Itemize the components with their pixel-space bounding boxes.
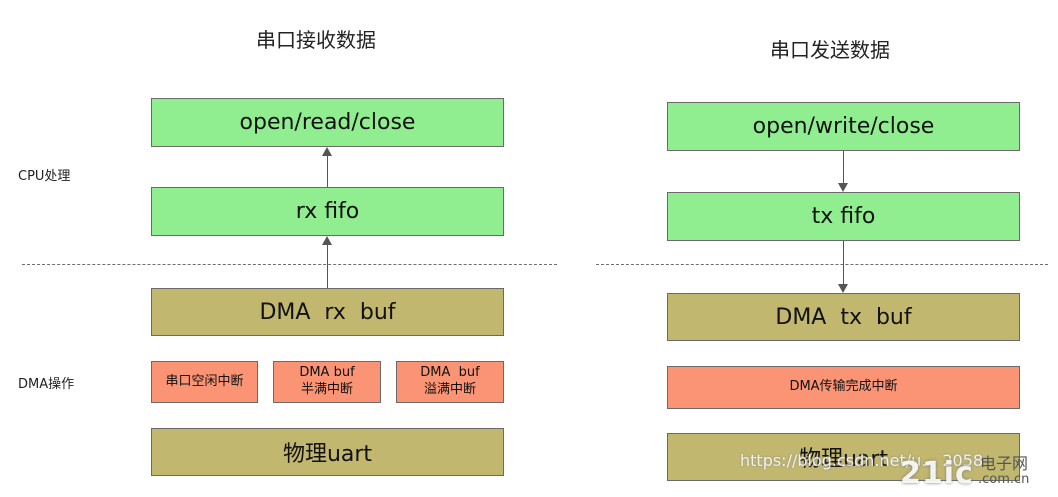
- rx-phy-box: 物理uart: [151, 428, 504, 476]
- cpu-dma-divider-right: [596, 264, 1048, 265]
- cpu-dma-divider-left: [22, 264, 557, 265]
- send-title: 串口发送数据: [770, 38, 890, 62]
- rx-dma-label: DMA rx buf: [259, 299, 396, 325]
- cpu-label: CPU处理: [18, 169, 71, 184]
- rx-phy-label: 物理uart: [282, 442, 373, 467]
- rx-fifo-label: rx fifo: [295, 199, 360, 224]
- dma-label: DMA操作: [18, 377, 75, 392]
- rx-arrow-dma-to-fifo-head: [322, 236, 332, 245]
- rx-overflow-interrupt-line1: DMA buf: [420, 365, 480, 381]
- tx-phy-box: 物理uart: [667, 433, 1020, 481]
- rx-app-box: open/read/close: [151, 98, 504, 147]
- tx-complete-interrupt-label: DMA传输完成中断: [789, 379, 898, 395]
- rx-halffull-interrupt-box: DMA buf 半满中断: [273, 361, 381, 403]
- rx-dma-box: DMA rx buf: [151, 288, 504, 336]
- rx-idle-interrupt-box: 串口空闲中断: [151, 361, 258, 403]
- rx-app-label: open/read/close: [239, 110, 416, 135]
- rx-fifo-box: rx fifo: [151, 187, 504, 236]
- rx-arrow-dma-to-fifo-line: [327, 244, 328, 288]
- tx-app-label: open/write/close: [752, 114, 935, 139]
- rx-halffull-interrupt-line1: DMA buf: [299, 365, 355, 381]
- tx-dma-label: DMA tx buf: [775, 304, 912, 330]
- tx-phy-label: 物理uart: [798, 447, 889, 472]
- rx-arrow-fifo-to-app-line: [327, 155, 328, 187]
- tx-fifo-label: tx fifo: [811, 204, 876, 229]
- tx-fifo-box: tx fifo: [667, 192, 1020, 241]
- rx-arrow-fifo-to-app-head: [322, 147, 332, 156]
- tx-complete-interrupt-box: DMA传输完成中断: [667, 366, 1020, 409]
- watermark-logo: 21ic: [900, 456, 974, 491]
- tx-arrow-fifo-to-dma-head: [838, 284, 848, 293]
- watermark-url: https://blog.csdn.net/u… 2058: [740, 451, 984, 470]
- rx-overflow-interrupt-line2: 溢满中断: [423, 382, 476, 397]
- rx-overflow-interrupt-box: DMA buf 溢满中断: [396, 361, 504, 403]
- tx-dma-box: DMA tx buf: [667, 293, 1020, 341]
- watermark-logo-domain: .com.cn: [978, 472, 1030, 487]
- tx-app-box: open/write/close: [667, 102, 1020, 151]
- rx-idle-interrupt-line1: 串口空闲中断: [165, 373, 244, 389]
- rx-halffull-interrupt-line2: 半满中断: [300, 382, 353, 397]
- watermark-logo-sub: 电子网: [980, 454, 1029, 473]
- tx-arrow-fifo-to-dma-line: [843, 241, 844, 284]
- receive-title: 串口接收数据: [256, 28, 376, 52]
- tx-arrow-app-to-fifo-line: [843, 151, 844, 183]
- tx-arrow-app-to-fifo-head: [838, 183, 848, 192]
